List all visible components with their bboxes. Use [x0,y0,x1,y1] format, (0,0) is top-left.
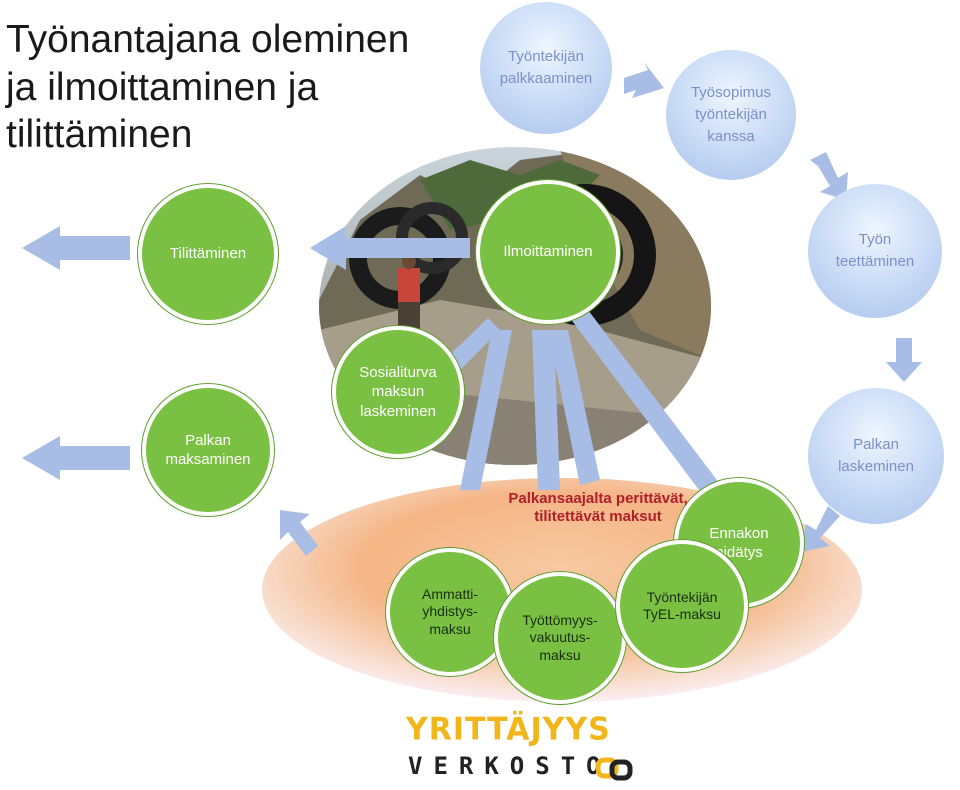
flow-arrows [22,62,922,556]
arrow-to-palkan-maksaminen [280,510,318,556]
node-palkkaaminen: Työntekijän palkkaaminen [480,2,612,134]
bowl-label: Palkansaajalta perittävät, tilitettävät … [508,490,688,525]
node-sosiaaliturva: Sosialiturva maksun laskeminen [332,326,464,458]
arrow-to-teettaminen [810,152,848,200]
arrow-left-top [22,226,130,270]
node-tyottomyysvakuutusmaksu: Työttömyys- vakuutus- maksu [494,572,626,704]
title-line-2: ja ilmoittaminen ja [6,65,319,109]
title-line-3: tilittäminen [6,113,193,157]
strip-4 [570,310,720,494]
page-title: Työnantajana oleminen ja ilmoittaminen j… [6,16,476,159]
node-palkan-maksaminen: Palkan maksaminen [142,384,274,516]
logo-wordmark-top: YRITTÄJYYS [406,711,611,748]
yrittajyys-verkosto-logo: YRITTÄJYYS VERKOSTO [400,711,640,782]
strip-2 [532,330,560,490]
logo-chain-icon [596,757,633,781]
arrow-to-tyosopimus [624,62,664,98]
arrow-to-ennakon [800,506,840,552]
node-palkan-laskeminen: Palkan laskeminen [808,388,944,524]
arrow-left-bottom [22,436,130,480]
arrow-to-palkan-laskeminen [886,338,922,382]
strip-3 [548,330,600,485]
logo-wordmark-bottom: VERKOSTO [408,752,612,780]
node-tilittaminen: Tilittäminen [138,184,278,324]
node-tyosopimus: Työsopimus työntekijän kanssa [666,50,796,180]
node-tyel-maksu: Työntekijän TyEL-maksu [616,540,748,672]
arrow-to-tilittaminen [310,226,470,270]
strip-1 [460,330,512,490]
node-ilmoittaminen: Ilmoittaminen [476,180,620,324]
node-ammattiyhdistysmaksu: Ammatti- yhdistys- maksu [386,548,514,676]
node-teettaminen: Työn teettäminen [808,184,942,318]
title-line-1: Työnantajana oleminen [6,18,410,61]
